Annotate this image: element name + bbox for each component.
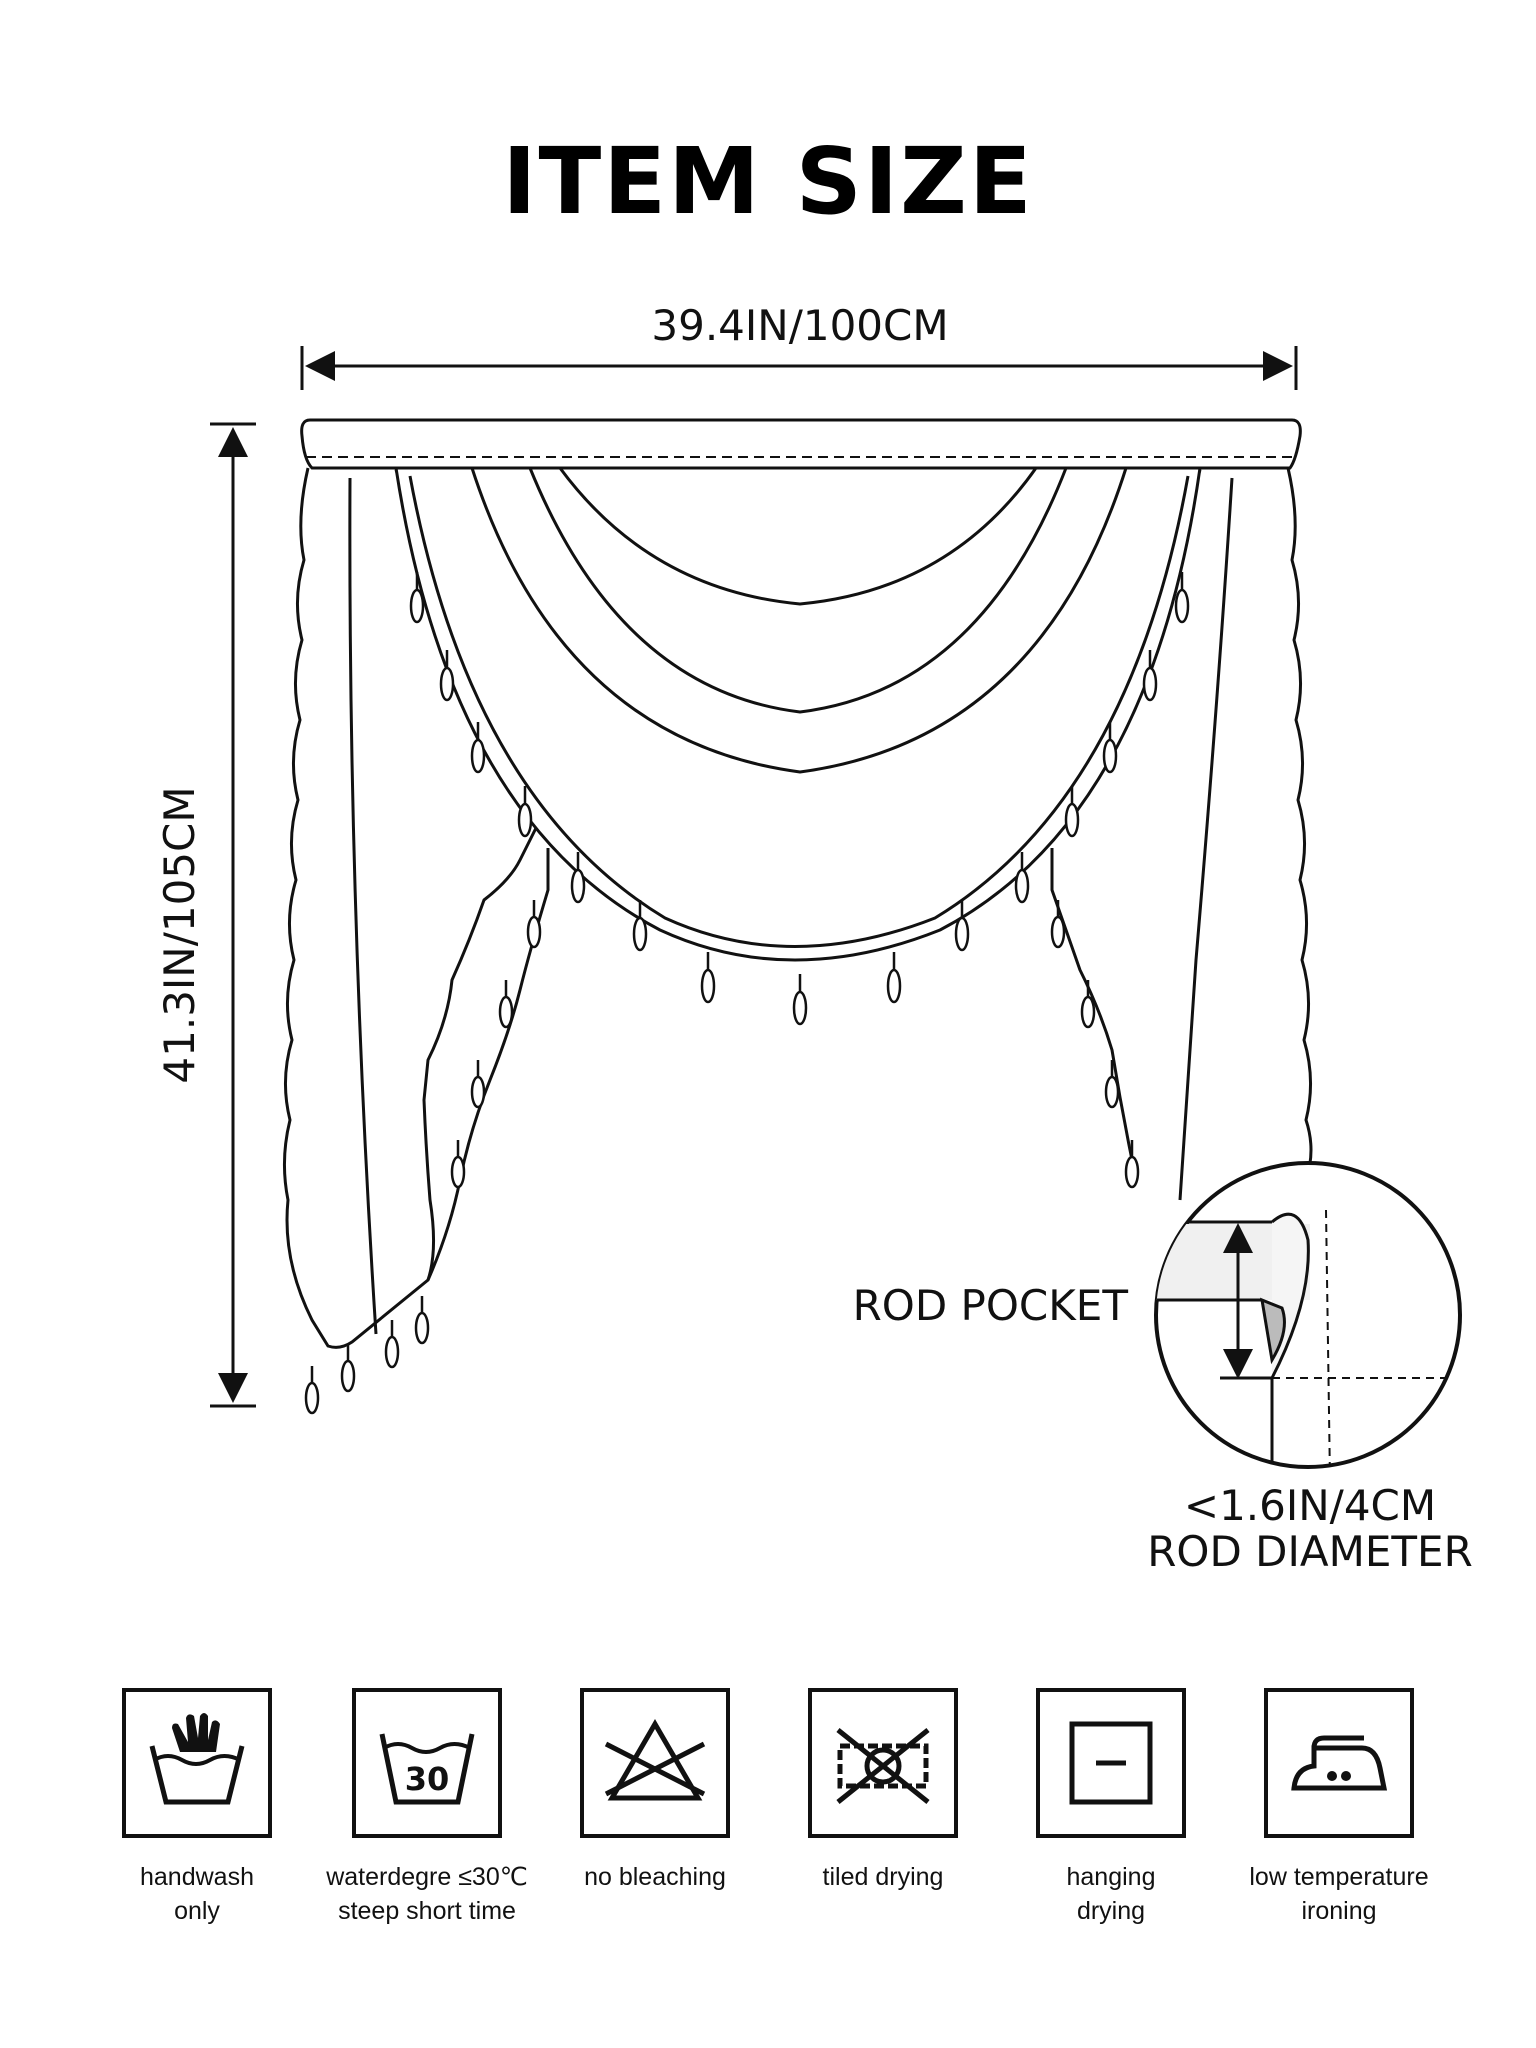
tassel-bead: [526, 900, 542, 949]
care-label: hanging drying: [1066, 1863, 1156, 1925]
water-temp-30-icon: 30: [352, 1688, 502, 1838]
width-dimension: 39.4IN/100CM: [300, 301, 1298, 390]
main-swag: [394, 466, 1202, 962]
tassel-bead: [450, 1140, 466, 1189]
care-label: handwash only: [140, 1863, 254, 1925]
tassel-bead: [517, 786, 533, 838]
tassel-bead: [1124, 1140, 1140, 1189]
care-label: waterdegre ≤30℃ steep short time: [326, 1863, 528, 1925]
water-temp-value: 30: [405, 1760, 450, 1798]
care-item-no-bleach: no bleaching: [540, 1688, 770, 1894]
care-item-handwash: handwash only: [82, 1688, 312, 1928]
tassel-bead: [1064, 786, 1080, 838]
no-tumble-dry-icon: [808, 1688, 958, 1838]
care-item-water-temp: 30 waterdegre ≤30℃ steep short time: [312, 1688, 542, 1928]
tassel-bead: [886, 952, 902, 1004]
tassel-bead: [470, 1060, 486, 1109]
tassel-bead: [384, 1320, 400, 1369]
tassel-bead: [954, 900, 970, 952]
tassel-bead: [570, 852, 586, 904]
care-item-hanging-drying: hanging drying: [996, 1688, 1226, 1928]
tassel-bead: [1014, 852, 1030, 904]
tassel-bead: [632, 900, 648, 952]
bead-tassels: [304, 572, 1190, 1415]
care-label: no bleaching: [584, 1863, 726, 1891]
rod-pocket-detail: ROD POCKET <1.6IN/4CM ROD DIAMETER: [853, 1161, 1473, 1576]
tassel-bead: [439, 650, 455, 702]
rod-pocket-label: ROD POCKET: [853, 1281, 1129, 1330]
page-title: ITEM SIZE: [502, 128, 1034, 235]
tassel-bead: [1080, 980, 1096, 1029]
tassel-bead: [414, 1296, 430, 1345]
tassel-bead: [1174, 572, 1190, 624]
height-label: 41.3IN/105CM: [155, 786, 204, 1083]
rod-diameter-label: ROD DIAMETER: [1147, 1527, 1473, 1576]
care-instructions: handwash only 30 waterdegre ≤30℃ steep s…: [0, 1688, 1536, 1988]
tassel-bead: [700, 952, 716, 1004]
tassel-bead: [304, 1366, 320, 1415]
tassel-bead: [1142, 650, 1158, 702]
tassel-bead: [1104, 1060, 1120, 1109]
care-item-tiled-drying: tiled drying: [768, 1688, 998, 1894]
width-label: 39.4IN/100CM: [651, 301, 948, 350]
care-label: low temperature ironing: [1249, 1863, 1429, 1925]
tassel-bead: [470, 722, 486, 774]
care-label: tiled drying: [822, 1863, 944, 1891]
valance-diagram: 39.4IN/100CM 41.3IN/105CM: [155, 301, 1473, 1576]
tassel-bead: [498, 980, 514, 1029]
tassel-bead: [1050, 900, 1066, 949]
handwash-icon: [122, 1688, 272, 1838]
height-dimension: 41.3IN/105CM: [155, 422, 256, 1408]
rod-header: [300, 418, 1302, 470]
tassel-bead: [340, 1344, 356, 1393]
tassel-bead: [1102, 722, 1118, 774]
hanging-dry-icon: [1036, 1688, 1186, 1838]
tassel-bead: [792, 974, 808, 1026]
low-iron-icon: [1264, 1688, 1414, 1838]
care-item-low-temp-ironing: low temperature ironing: [1224, 1688, 1454, 1928]
rod-diameter-value: <1.6IN/4CM: [1184, 1481, 1436, 1530]
tassel-bead: [409, 572, 425, 624]
no-bleach-icon: [580, 1688, 730, 1838]
